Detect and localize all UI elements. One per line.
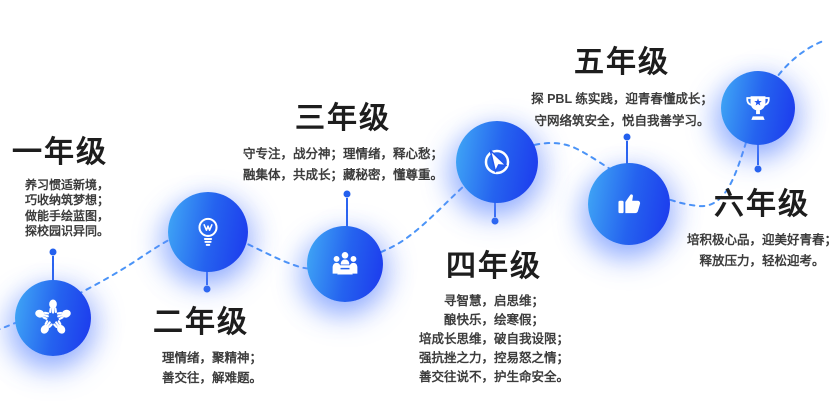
grade-3-block: 三年级 守专注，战分神；理情绪，释心愁； 融集体，共成长；藏秘密，懂尊重。	[240, 102, 446, 187]
dashed-curve	[0, 39, 827, 331]
grade-text-line: 酿快乐，绘寒假；	[443, 312, 544, 327]
grade-6-node	[721, 71, 795, 145]
grade-4-text: 寻智慧，启思维； 酿快乐，绘寒假； 培成长思维，破自我设限； 强抗挫之力，控易怒…	[394, 292, 594, 387]
grade-4-block: 四年级 寻智慧，启思维； 酿快乐，绘寒假； 培成长思维，破自我设限； 强抗挫之力…	[394, 250, 594, 387]
grade-text-line: 守网络筑安全，悦自我善学习。	[534, 113, 710, 128]
grade-2-block: 二年级 理情绪，聚精神； 善交往，解难题。	[153, 306, 262, 388]
grade-1-text: 养习惯适新境， 巧收纳筑梦想； 做能手绘蓝图， 探校园识异同。	[25, 178, 109, 240]
grade-1-block: 一年级 养习惯适新境， 巧收纳筑梦想； 做能手绘蓝图， 探校园识异同。	[12, 136, 109, 240]
grade-5-title: 五年级	[574, 46, 670, 79]
lightbulb-icon	[198, 217, 218, 246]
grade-5-text: 探 PBL 练实践，迎青春懂成长； 守网络筑安全，悦自我善学习。	[512, 88, 732, 132]
node-stems	[52, 141, 759, 285]
grade-2-text: 理情绪，聚精神； 善交往，解难题。	[162, 348, 262, 388]
grade-6-title: 六年级	[714, 188, 810, 221]
grade-4-title: 四年级	[446, 250, 542, 283]
grade-text-line: 培积极心品，迎美好青春；	[686, 232, 829, 247]
grade-text-line: 探 PBL 练实践，迎青春懂成长；	[531, 91, 713, 106]
trophy-icon	[746, 96, 770, 120]
grade-text-line: 守专注，战分神；理情绪，释心愁；	[242, 146, 443, 161]
grade-3-title: 三年级	[295, 102, 391, 135]
compass-icon	[484, 149, 510, 175]
grade-text-line: 巧收纳筑梦想；	[25, 193, 110, 207]
hands-teamwork-icon	[35, 299, 71, 334]
grade-text-line: 养习惯适新境，	[25, 177, 110, 192]
grade-text-line: 培成长思维，破自我设限；	[418, 331, 569, 346]
grade-5-node	[588, 163, 670, 245]
grade-text-line: 释放压力，轻松迎考。	[699, 253, 825, 268]
grade-3-text: 守专注，战分神；理情绪，释心愁； 融集体，共成长；藏秘密，懂尊重。	[240, 144, 446, 187]
grade-text-line: 善交往说不，护生命安全。	[418, 369, 569, 384]
grade-text-line: 寻智慧，启思维；	[443, 293, 544, 308]
grade-6-text: 培积极心品，迎美好青春； 释放压力，轻松迎考。	[662, 230, 829, 272]
grade-5-block: 五年级 探 PBL 练实践，迎青春懂成长； 守网络筑安全，悦自我善学习。	[512, 46, 732, 132]
grade-text-line: 探校园识异同。	[25, 224, 110, 238]
grade-2-title: 二年级	[153, 306, 249, 339]
grade-6-block: 六年级 培积极心品，迎美好青春； 释放压力，轻松迎考。	[662, 188, 829, 272]
grade-text-line: 做能手绘蓝图，	[25, 208, 110, 223]
node-dots	[49, 133, 762, 293]
grade-text-line: 善交往，解难题。	[162, 370, 263, 385]
meeting-icon	[332, 251, 358, 275]
grade-text-line: 理情绪，聚精神；	[162, 350, 263, 365]
grade-3-node	[307, 226, 383, 302]
grade-text-line: 强抗挫之力，控易怒之情；	[418, 350, 569, 365]
grade-text-line: 融集体，共成长；藏秘密，懂尊重。	[242, 168, 443, 182]
thumbs-up-icon	[618, 194, 641, 214]
grade-4-node	[456, 121, 538, 203]
grade-1-node	[15, 280, 91, 356]
grade-2-node	[168, 192, 248, 272]
grade-1-title: 一年级	[12, 136, 108, 169]
